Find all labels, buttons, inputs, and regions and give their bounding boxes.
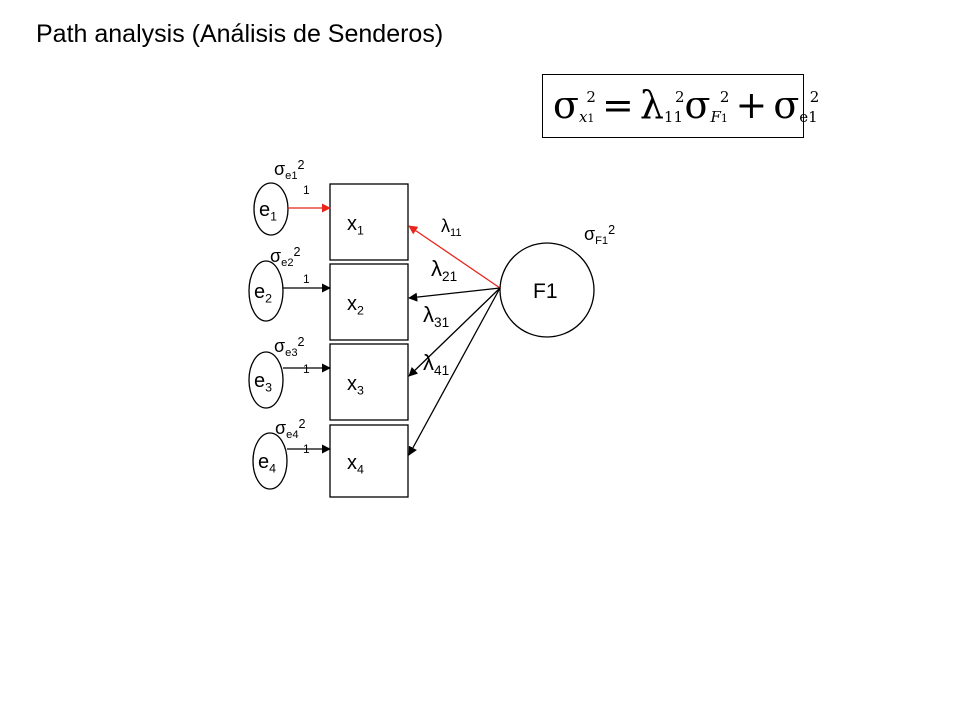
formula-sub-F: F1 bbox=[710, 108, 728, 126]
formula-box: σx12=λ112σF12+σe12 bbox=[542, 74, 819, 138]
factor-label: F1 bbox=[533, 280, 558, 303]
error-term-label: e2 bbox=[254, 281, 272, 305]
error-variance-label: σe32 bbox=[274, 335, 305, 359]
formula-sub-e: e1 bbox=[799, 108, 818, 126]
error-term-label: e4 bbox=[258, 451, 276, 475]
error-term-ellipse bbox=[252, 432, 288, 490]
observed-variable-label: x3 bbox=[347, 373, 364, 397]
error-square: 2 bbox=[809, 88, 820, 106]
factor-square: 2 bbox=[719, 88, 730, 106]
sigma-symbol: σ bbox=[773, 83, 800, 127]
observed-variable-box bbox=[329, 183, 409, 261]
lambda-square: 2 bbox=[675, 88, 685, 106]
observed-variable-box bbox=[329, 343, 409, 421]
formula-sub-x: x1 bbox=[578, 108, 595, 126]
equals-sign: = bbox=[601, 83, 634, 127]
plus-sign: + bbox=[735, 83, 768, 127]
factor-loading-label: λ11 bbox=[441, 216, 462, 239]
observed-variable-label: x2 bbox=[347, 293, 364, 317]
factor-loading-label: λ41 bbox=[423, 350, 449, 378]
observed-variable-label: x1 bbox=[347, 213, 364, 237]
error-term-ellipse bbox=[248, 351, 284, 409]
error-path-weight: 1 bbox=[303, 183, 310, 197]
lambda-symbol: λ bbox=[639, 83, 664, 127]
factor-loading-arrow bbox=[408, 225, 501, 289]
factor-circle bbox=[499, 242, 595, 338]
error-term-ellipse bbox=[253, 182, 289, 236]
observed-variable-box bbox=[329, 424, 409, 498]
error-variance-label: σe22 bbox=[270, 245, 301, 269]
sigma-symbol: σ bbox=[553, 83, 579, 127]
error-term-ellipse bbox=[248, 260, 284, 322]
error-path-weight: 1 bbox=[303, 362, 310, 376]
error-variance-label: σe12 bbox=[274, 158, 305, 182]
factor-loading-arrow bbox=[408, 287, 501, 377]
error-variance-label: σe42 bbox=[275, 417, 306, 441]
factor-loading-label: λ21 bbox=[431, 256, 457, 284]
observed-variable-box bbox=[329, 263, 409, 341]
error-term-label: e3 bbox=[254, 370, 272, 394]
lambda-index: 11 bbox=[663, 108, 683, 126]
error-path-weight: 1 bbox=[303, 272, 310, 286]
slide-title: Path analysis (Análisis de Senderos) bbox=[36, 20, 444, 48]
error-term-label: e1 bbox=[259, 199, 277, 223]
factor-loading-arrow bbox=[408, 287, 501, 302]
factor-variance-label: σF12 bbox=[584, 223, 615, 247]
factor-loading-label: λ31 bbox=[423, 302, 449, 330]
sigma-symbol: σ bbox=[684, 83, 711, 127]
error-path-weight: 1 bbox=[303, 442, 310, 456]
factor-loading-arrow bbox=[408, 287, 501, 456]
observed-variable-label: x4 bbox=[347, 452, 364, 476]
variance-formula: σx12=λ112σF12+σe12 bbox=[553, 77, 819, 143]
formula-square: 2 bbox=[586, 88, 596, 106]
